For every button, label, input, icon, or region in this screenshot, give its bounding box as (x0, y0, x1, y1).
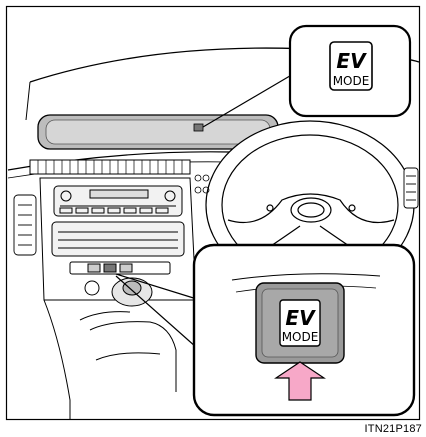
mode-label-top: MODE (333, 74, 370, 88)
climate-unit (52, 222, 184, 256)
steering-emblem (291, 198, 331, 222)
left-vent (14, 195, 36, 255)
ev-label-top: EV (336, 49, 367, 73)
mirror-ev-mode-switch[interactable] (194, 124, 203, 131)
center-console (40, 178, 196, 306)
ev-mode-button[interactable]: EV MODE (256, 283, 344, 363)
ev-mode-icon-top: EV MODE (330, 42, 372, 90)
mode-label-bottom: MODE (282, 330, 319, 344)
console-ev-mode-switch[interactable] (104, 264, 116, 272)
right-vent (404, 168, 418, 208)
figure-code: ITN21P187 (365, 423, 422, 435)
defroster-vent (30, 160, 190, 174)
ev-label-bottom: EV (285, 306, 316, 330)
